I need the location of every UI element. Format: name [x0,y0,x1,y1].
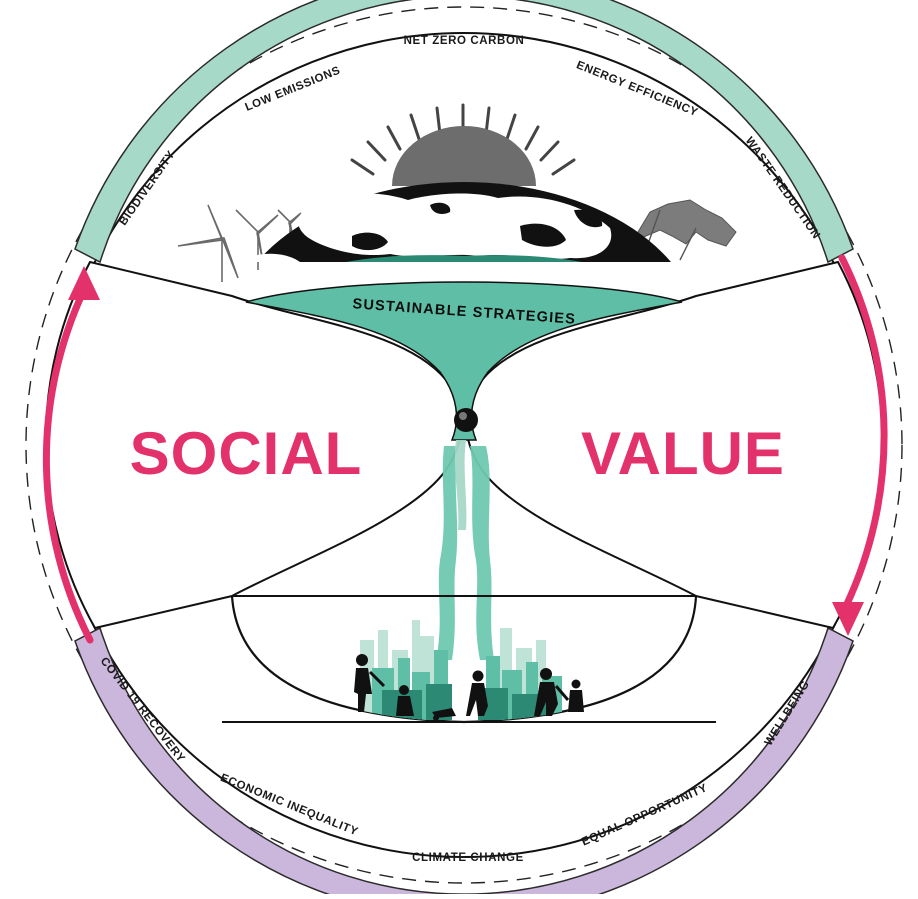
outer-dashed-ring [25,6,903,884]
falling-streams [436,440,494,660]
value-label: VALUE [581,420,785,487]
workers-icon [354,654,584,721]
globe-icon [226,182,702,262]
ring-label-climate-change: CLIMATE CHANGE [412,852,524,864]
social-label: SOCIAL [130,420,363,487]
sun-icon [350,103,576,186]
ring-dividers [211,45,717,845]
center-orb-highlight [459,412,467,420]
bottom-ring-band [74,626,854,899]
wind-turbine-icon [177,204,302,282]
ring-label-net-zero-carbon: NET ZERO CARBON [404,35,525,47]
center-orb [454,408,478,432]
hourglass-top [245,281,683,441]
cycle-arrow-icon [42,254,888,644]
factory-smoke-icon [630,199,737,261]
